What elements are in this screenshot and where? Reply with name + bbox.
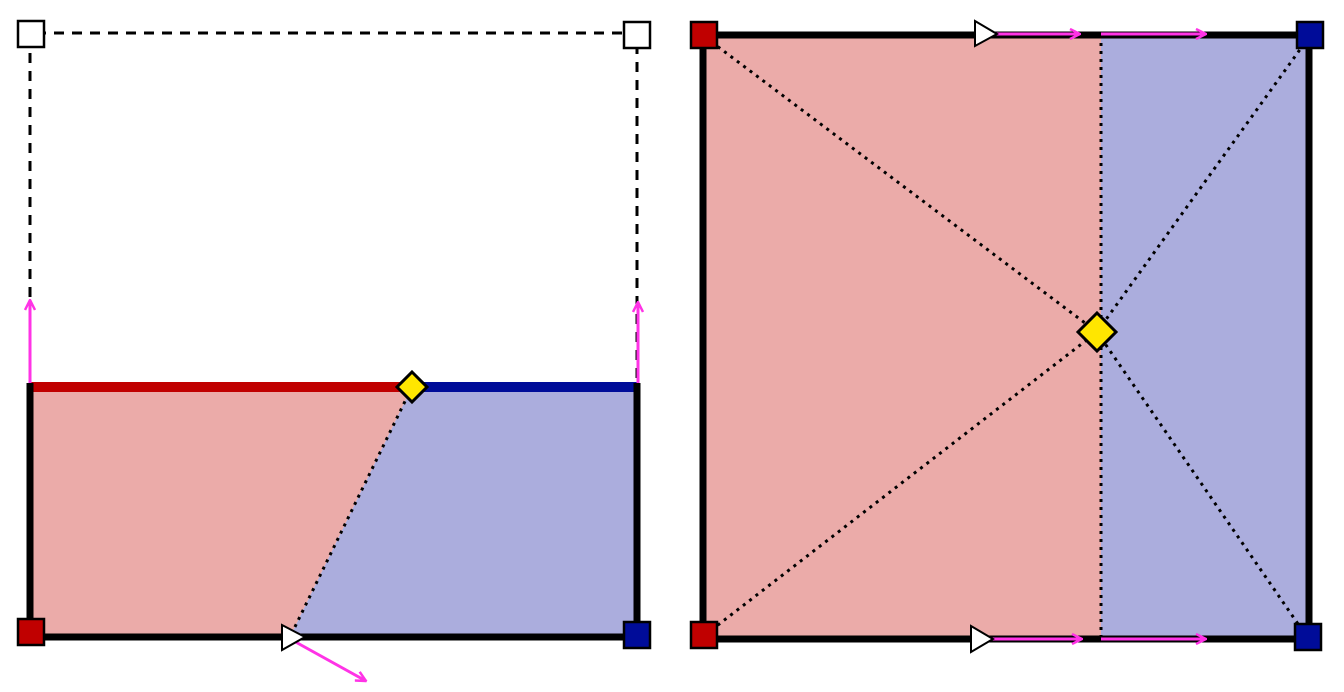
right-yellow-diamond	[1075, 310, 1119, 354]
left-red-square	[16, 617, 46, 647]
left-red-region	[30, 387, 412, 637]
left-hollow-square-top-right	[622, 20, 652, 50]
right-white-triangle-bottom	[970, 624, 995, 654]
left-panel	[16, 19, 652, 681]
left-dashed-outline	[28, 31, 639, 387]
right-blue-square-bottom	[1293, 622, 1323, 652]
left-hollow-square-top-left	[16, 19, 46, 49]
right-blue-region	[1101, 35, 1309, 639]
left-white-triangle	[281, 623, 308, 652]
right-red-square-bottom	[689, 620, 719, 650]
right-red-region	[703, 35, 1101, 639]
right-dotted-diag-bottom-left	[704, 330, 1098, 637]
left-yellow-diamond	[394, 369, 430, 405]
right-dotted-diag-top-left	[704, 35, 1098, 334]
right-red-square-top	[689, 20, 719, 50]
left-border	[26, 383, 641, 641]
right-white-triangle-top	[974, 19, 1000, 48]
right-blue-square-top	[1295, 20, 1325, 50]
left-blue-region	[290, 387, 637, 637]
right-panel	[689, 19, 1325, 654]
left-blue-square	[622, 620, 652, 650]
right-dotted-diag-bottom-right	[1095, 331, 1309, 638]
left-diagonal-arrow	[291, 638, 366, 681]
